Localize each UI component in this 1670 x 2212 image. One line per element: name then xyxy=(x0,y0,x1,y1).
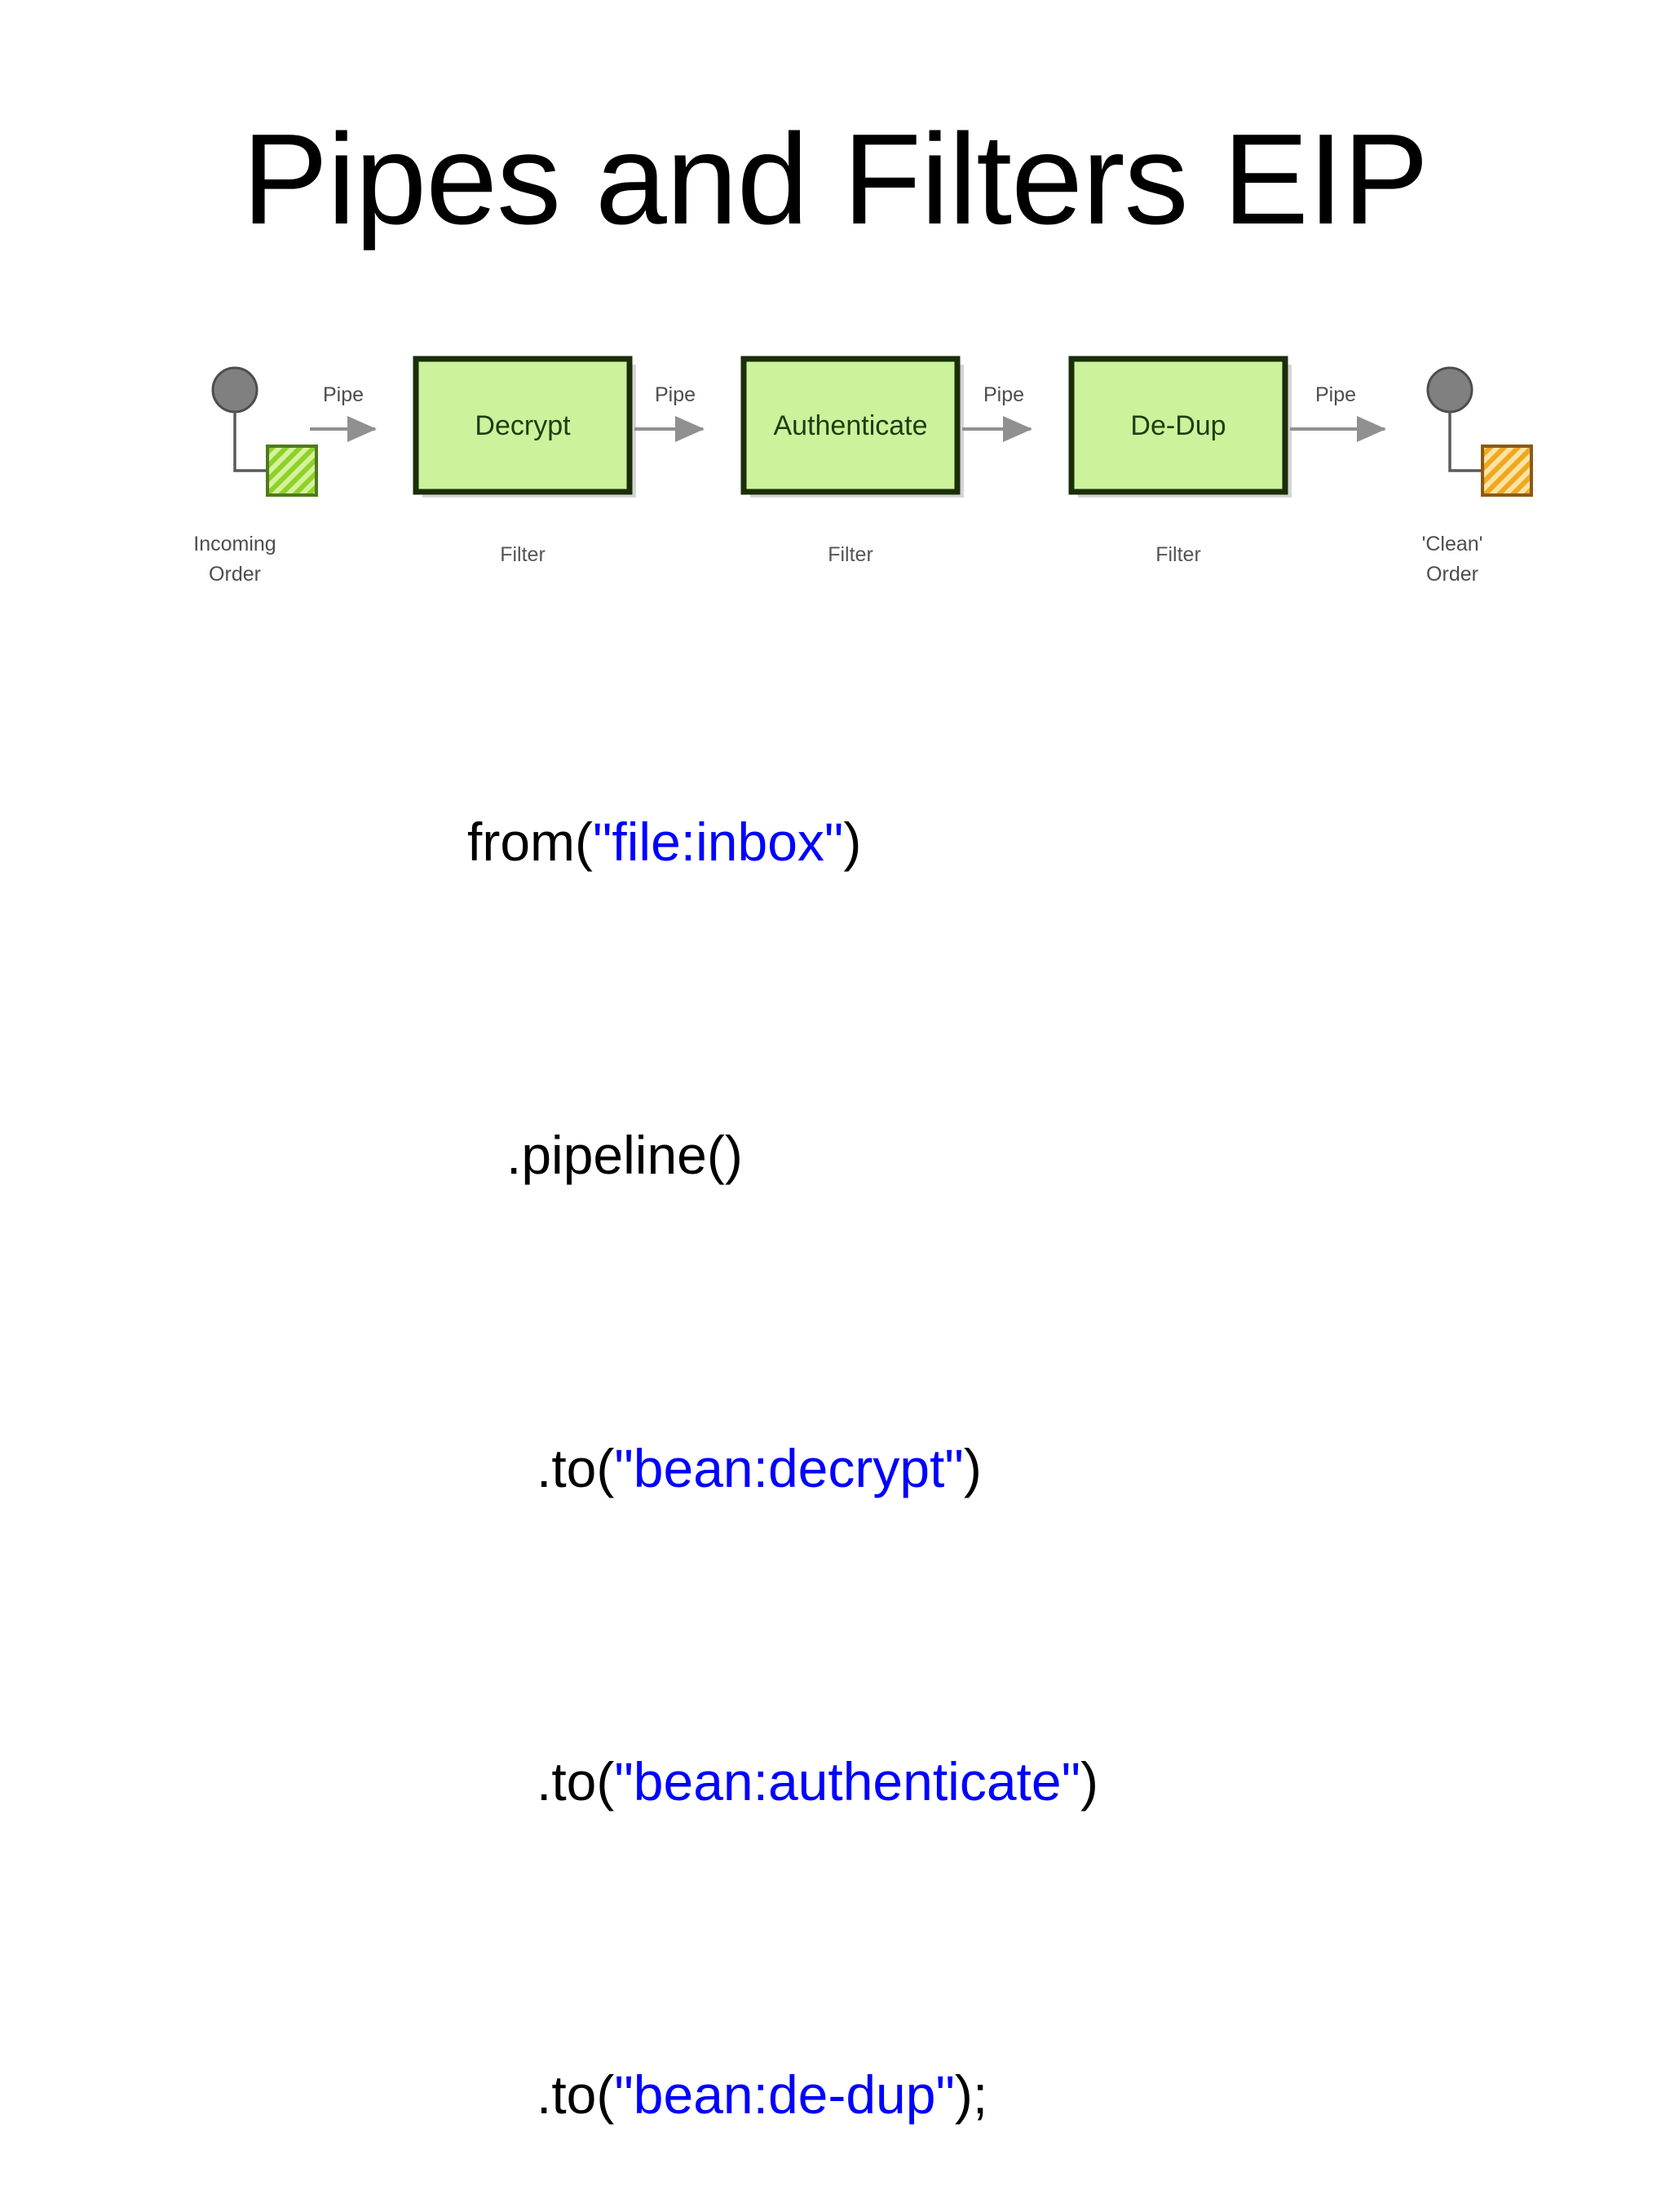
camel-dsl-code-block: from("file:inbox") .pipeline() .to("bean… xyxy=(0,646,1670,2212)
filter-box-de-dup-rect xyxy=(1068,356,1288,495)
filter-box-de-dup: De-Dup Filter xyxy=(1068,356,1292,566)
hatched-square-orange-icon xyxy=(1481,445,1533,497)
pipes-and-filters-diagram: Incoming Order Pipe Decrypt Filter Pipe … xyxy=(186,351,1646,612)
code-line-1-string: "file:inbox" xyxy=(592,812,844,872)
target-endpoint-label-line2: Order xyxy=(1426,563,1478,586)
code-line-4-tail: ) xyxy=(1080,1751,1098,1812)
pipe-2: Pipe xyxy=(634,383,705,442)
pipe-2-label: Pipe xyxy=(655,383,696,406)
pipe-3-label: Pipe xyxy=(983,383,1024,406)
code-line-5-string: "bean:de-dup" xyxy=(614,2064,955,2125)
source-endpoint-label-line2: Order xyxy=(209,563,261,586)
source-endpoint-label-line1: Incoming xyxy=(193,533,276,555)
filter-caption-3: Filter xyxy=(1155,543,1201,566)
code-line-3-call: .to( xyxy=(537,1438,615,1498)
code-line-1-tail: ) xyxy=(843,812,862,872)
endpoint-circle-icon xyxy=(1426,366,1473,414)
filter-caption-1: Filter xyxy=(500,543,546,566)
code-line-2-call: .pipeline() xyxy=(506,1125,743,1185)
filter-caption-2: Filter xyxy=(828,543,873,566)
code-line-4: .to("bean:authenticate") xyxy=(0,1742,1670,1820)
pipe-3: Pipe xyxy=(962,383,1032,442)
pipe-4: Pipe xyxy=(1290,383,1386,442)
code-line-5: .to("bean:de-dup"); xyxy=(0,2055,1670,2134)
code-line-4-string: "bean:authenticate" xyxy=(614,1751,1080,1812)
pipe-4-label: Pipe xyxy=(1315,383,1356,406)
source-endpoint-node: Incoming Order xyxy=(193,366,318,586)
code-line-5-call: .to( xyxy=(537,2064,615,2125)
filter-box-authenticate: Authenticate Filter xyxy=(740,356,964,566)
pipe-1: Pipe xyxy=(310,383,377,442)
filter-box-decrypt-label: Decrypt xyxy=(475,410,571,441)
endpoint-circle-icon xyxy=(211,366,258,414)
filter-box-authenticate-label: Authenticate xyxy=(773,410,927,441)
code-line-3: .to("bean:decrypt") xyxy=(0,1429,1670,1507)
filter-box-decrypt-rect xyxy=(413,356,633,495)
endpoint-connector-line xyxy=(1448,412,1482,472)
code-line-3-tail: ) xyxy=(963,1438,982,1498)
code-line-3-string: "bean:decrypt" xyxy=(614,1438,964,1498)
code-line-4-call: .to( xyxy=(537,1751,615,1812)
code-line-1-call: from( xyxy=(467,812,593,872)
pipe-1-label: Pipe xyxy=(323,383,364,406)
page-title: Pipes and Filters EIP xyxy=(241,108,1429,251)
filter-box-decrypt: Decrypt Filter xyxy=(413,356,636,566)
code-line-5-tail: ); xyxy=(954,2064,988,2125)
target-endpoint-label-line1: 'Clean' xyxy=(1422,533,1483,555)
endpoint-connector-line xyxy=(233,412,267,472)
filter-box-de-dup-label: De-Dup xyxy=(1130,410,1226,441)
hatched-square-green-icon xyxy=(266,445,318,497)
code-line-1: from("file:inbox") xyxy=(0,803,1670,881)
filter-box-authenticate-rect xyxy=(740,356,961,495)
target-endpoint-node: 'Clean' Order xyxy=(1422,366,1533,586)
code-line-2: .pipeline() xyxy=(0,1116,1670,1194)
